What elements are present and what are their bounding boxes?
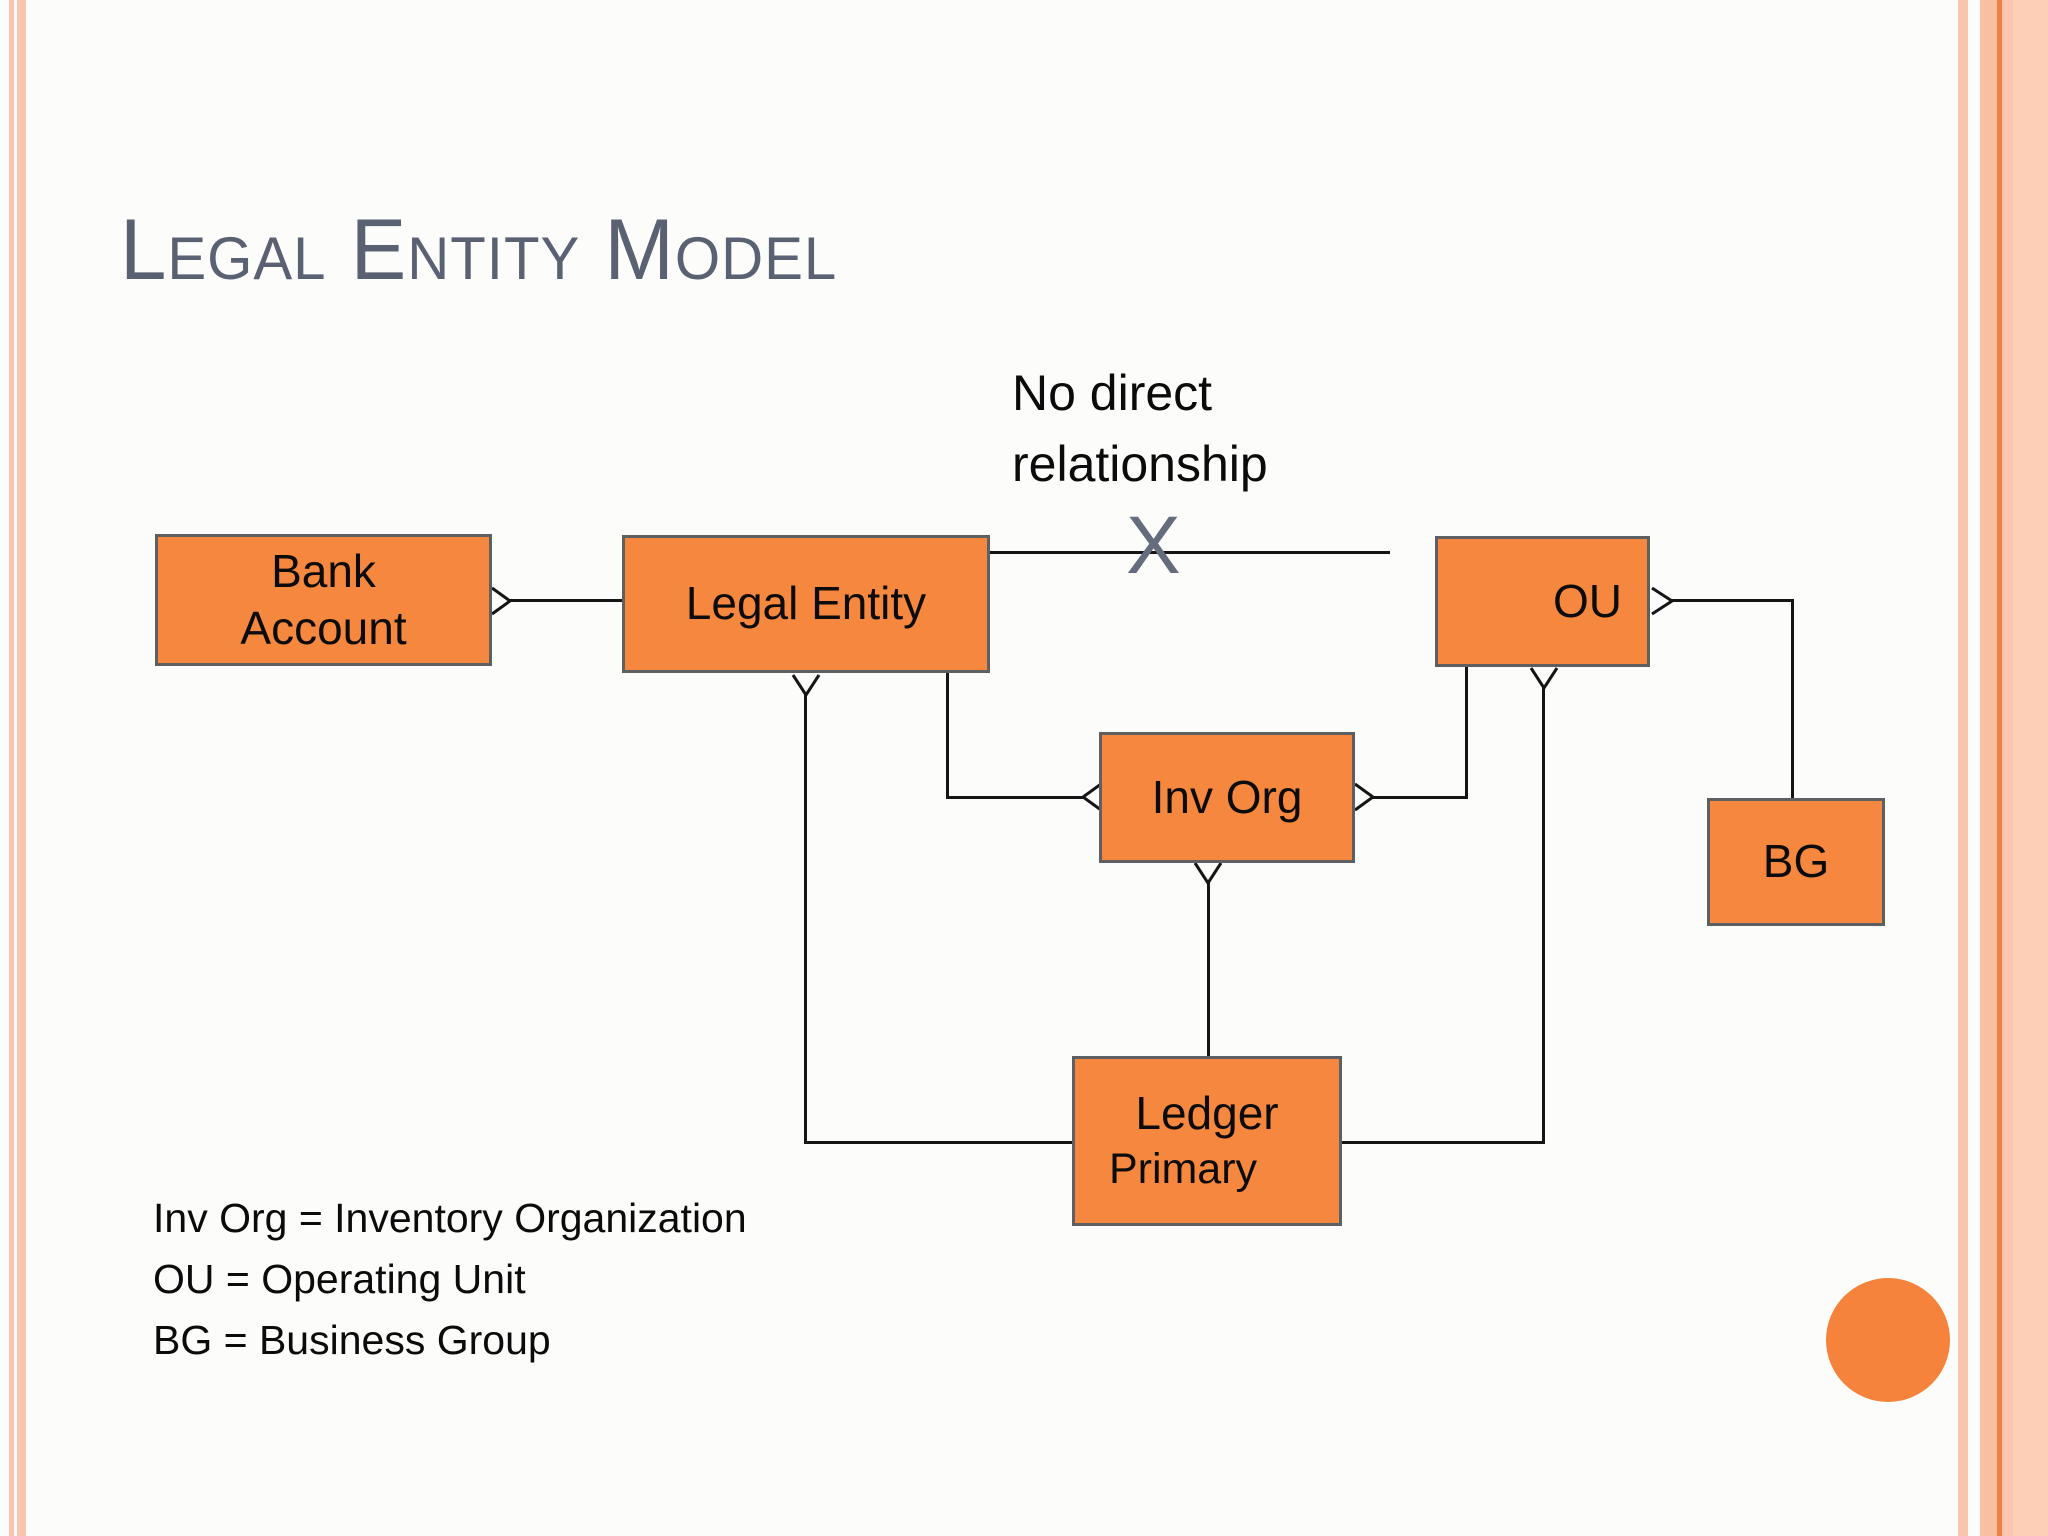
legend-line-inv-org: Inv Org = Inventory Organization — [153, 1195, 747, 1241]
connector-ou-bg-v — [1791, 599, 1794, 798]
connector-invorg-ledger-v — [1207, 880, 1210, 1056]
node-inv-org-label: Inv Org — [1151, 770, 1303, 823]
node-ledger-label: Ledger — [1135, 1087, 1279, 1140]
node-ou: OU — [1435, 536, 1650, 667]
decorative-circle — [1826, 1278, 1950, 1402]
left-edge-stripe — [9, 0, 14, 1536]
no-direct-relationship-label: No direct relationship — [1012, 365, 1268, 492]
connector-invorg-ou-h — [1371, 796, 1467, 799]
connector-legal-invorg-h — [946, 796, 1083, 799]
legend: Inv Org = Inventory Organization OU = Op… — [153, 1188, 747, 1371]
node-ledger: Ledger Primary — [1072, 1056, 1342, 1226]
crows-foot-down-icon — [791, 674, 821, 697]
crows-foot-right-icon — [1354, 782, 1375, 812]
node-inv-org: Inv Org — [1099, 732, 1355, 863]
node-legal-entity-label: Legal Entity — [685, 577, 927, 630]
connector-ou-bg-h — [1670, 599, 1794, 602]
connector-no-relationship — [990, 551, 1390, 554]
left-edge-stripe — [17, 0, 26, 1536]
right-edge-stripe — [2013, 0, 2048, 1536]
node-bank-account: Bank Account — [155, 534, 492, 666]
no-relationship-x-marker: X — [1126, 500, 1181, 591]
node-bg: BG — [1707, 798, 1885, 926]
connector-invorg-ou-v — [1465, 667, 1468, 799]
connector-legal-ledger-v — [804, 692, 807, 1144]
crows-foot-down-icon — [1193, 862, 1223, 885]
crows-foot-right-icon — [1651, 586, 1674, 616]
legend-line-bg: BG = Business Group — [153, 1317, 551, 1363]
node-bank-account-label: Bank Account — [240, 544, 407, 655]
connector-bank-legal — [508, 599, 622, 602]
node-legal-entity: Legal Entity — [622, 535, 990, 673]
right-edge-stripe — [2002, 0, 2013, 1536]
node-bg-label: BG — [1762, 835, 1830, 888]
right-edge-stripe — [1958, 0, 1968, 1536]
page-title: Legal Entity Model — [120, 202, 838, 298]
crows-foot-down-icon — [1529, 667, 1559, 690]
crows-foot-right-icon — [491, 586, 512, 616]
right-edge-stripe — [1997, 0, 2002, 1536]
connector-ou-ledger-h — [1341, 1141, 1545, 1144]
right-edge-stripe — [1980, 0, 1997, 1536]
crows-foot-left-icon — [1081, 782, 1102, 812]
connector-ou-ledger-v — [1542, 686, 1545, 1144]
node-ou-label: OU — [1553, 574, 1622, 627]
connector-legal-invorg-v — [946, 673, 949, 799]
node-ledger-primary-label: Primary — [1108, 1144, 1258, 1193]
legend-line-ou: OU = Operating Unit — [153, 1256, 526, 1302]
connector-legal-ledger-h — [804, 1141, 1072, 1144]
